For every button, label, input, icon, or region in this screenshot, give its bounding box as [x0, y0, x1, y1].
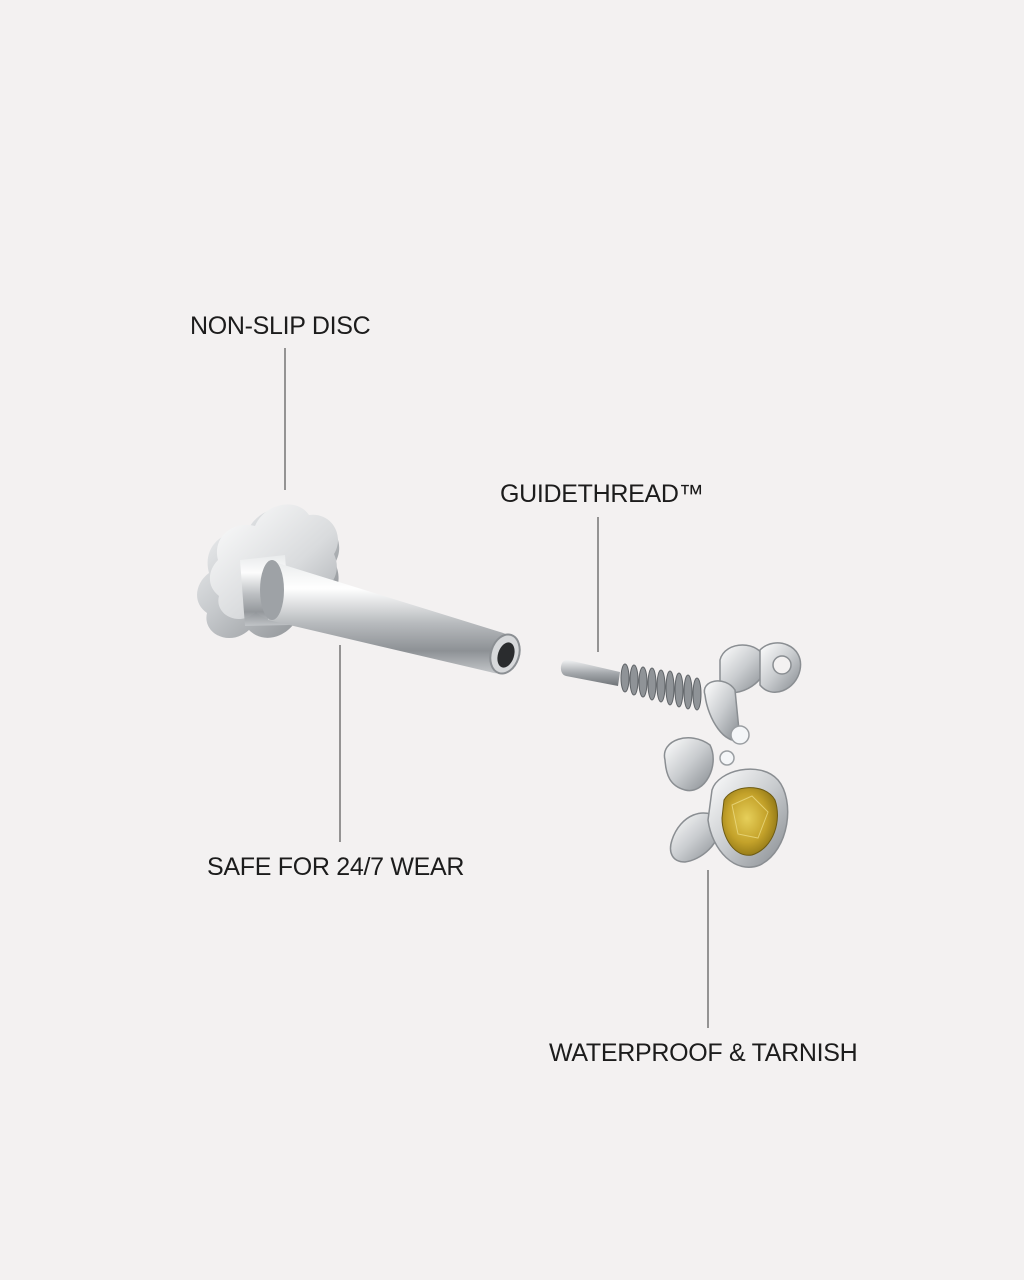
safe-for-wear-label: SAFE FOR 24/7 WEAR: [207, 853, 465, 881]
guidethread-label: GUIDETHREAD™: [500, 480, 704, 508]
labret-post-image: [197, 504, 521, 675]
non-slip-disc-label: NON-SLIP DISC: [190, 312, 371, 340]
threaded-top-image: [560, 642, 802, 868]
waterproof-tarnish-label: WATERPROOF & TARNISH: [549, 1039, 858, 1067]
